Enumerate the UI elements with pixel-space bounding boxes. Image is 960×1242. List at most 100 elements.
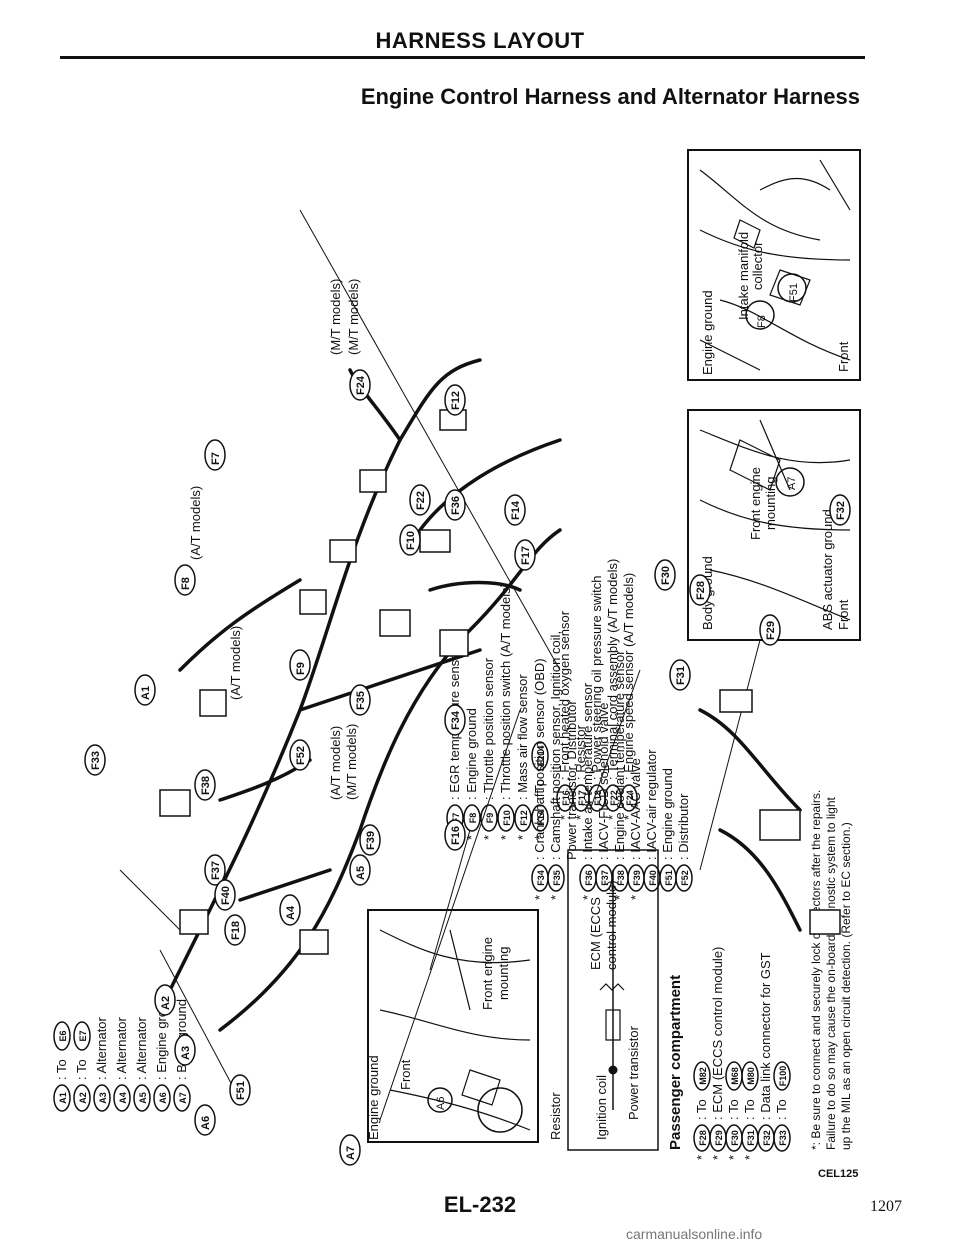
top-legend-connector-icon [480, 804, 498, 832]
top-legend-text: : To [532, 779, 547, 800]
diagram-connector-icon [204, 439, 226, 471]
diagram-connector-label: A4 [285, 905, 297, 920]
diagram-connector-label: F39 [365, 831, 377, 850]
right-legend-text: : Engine speed sensor (A/T models) [621, 573, 636, 780]
passenger-text: : To [726, 1099, 741, 1120]
left-legend-connector-icon [53, 1084, 71, 1112]
right-legend-star: * [557, 815, 572, 820]
page-label: EL-232 [443, 1192, 517, 1217]
center-legend-star: * [532, 895, 547, 900]
center-legend-text: : Camshaft position sensor, Ignition coi… [548, 631, 563, 860]
right-legend-code: F17 [577, 790, 587, 806]
callout-f9-mt: (M/T models) [344, 724, 359, 800]
top-legend-star: * [498, 835, 513, 840]
diagram-connector-icon [759, 614, 781, 646]
diagram-connector-label: F40 [220, 886, 232, 905]
center-legend-code: F38 [616, 870, 626, 886]
diagram-connector-icon [689, 574, 711, 606]
schematic-labels: Resistor Ignition coil Power transistor … [548, 880, 641, 1140]
passenger-text: : ECM (ECCS control module) [710, 947, 725, 1120]
diagram-connector-label: A3 [180, 1046, 192, 1060]
left-legend-ref: E7 [78, 1030, 88, 1041]
diagram-connector-label: F34 [450, 710, 462, 730]
diagram-connector-icon [229, 1074, 251, 1106]
right-legend-code: F16 [561, 790, 571, 806]
diagram-connector-label: A5 [355, 866, 367, 880]
diagram-connector-label: F37 [210, 861, 222, 880]
center-legend-text: : IACV-AAC valve [628, 758, 643, 860]
diagram-connector-label: F51 [235, 1081, 247, 1100]
diagram-connector-label: F32 [835, 501, 847, 520]
center-legend-connector-icon [675, 864, 693, 892]
inset-f8-label: F8 [756, 315, 768, 328]
right-legend-code: F18 [593, 790, 603, 806]
title-rule [60, 56, 865, 59]
top-legend-code: F7 [451, 813, 461, 824]
inset-f51-label: F51 [788, 283, 800, 302]
diagram-connector-icon [514, 539, 536, 571]
passenger-code: F33 [778, 1130, 788, 1146]
left-legend-code: A7 [178, 1092, 188, 1104]
passenger-ref-icon [773, 1061, 791, 1091]
center-legend-text: : IACV-FICD solenoid valve [596, 702, 611, 860]
top-legend-code: F10 [502, 810, 512, 826]
left-legend-code: A6 [158, 1092, 168, 1104]
diagram-connector-icon [409, 484, 431, 516]
center-legend-code: F35 [552, 870, 562, 886]
center-legend-text: : Crankshaft position sensor (OBD) [532, 658, 547, 860]
diagram-connector-label: A1 [140, 686, 152, 700]
center-legend-code: F52 [680, 870, 690, 886]
center-legend-code: F36 [584, 870, 594, 886]
center-legend-text: : Distributor [676, 793, 691, 860]
top-legend-code: F14 [536, 810, 546, 826]
top-legend-text: : Throttle position switch (A/T models) [498, 583, 513, 800]
top-legend-code: F9 [485, 813, 495, 824]
connector-bodies [159, 409, 841, 955]
passenger-ref: F100 [778, 1066, 788, 1087]
passenger-ref: M82 [698, 1067, 708, 1085]
diagram-connector-label: F10 [405, 531, 417, 550]
center-legend-connector-icon [547, 864, 565, 892]
ecm-label: ECM (ECCS [588, 897, 603, 970]
left-legend-code: A5 [138, 1092, 148, 1104]
left-legend-text: : Alternator [114, 1016, 129, 1080]
diagram-connector-icon [154, 984, 176, 1016]
right-legend-star: * [605, 815, 620, 820]
center-legend-star: * [580, 895, 595, 900]
inset-collector-label: collector [750, 241, 765, 290]
left-legend-connector-icon [173, 1084, 191, 1112]
diagram-connector-label: F29 [765, 621, 777, 640]
center-legend-code: F51 [664, 870, 674, 886]
passenger-code: F28 [698, 1130, 708, 1146]
top-legend-ref: E214 [536, 745, 546, 766]
top-inset [687, 149, 861, 381]
passenger-text: : To [774, 1099, 789, 1120]
top-legend-connector-icon [497, 804, 515, 832]
center-legend-code: F34 [536, 870, 546, 886]
diagram-connector-label: F18 [230, 921, 242, 940]
passenger-code: F31 [746, 1130, 756, 1146]
left-legend-text: : Alternator [134, 1016, 149, 1080]
left-legend-connector-icon [113, 1084, 131, 1112]
top-legend-ref-icon [531, 741, 549, 771]
diagram-connector-icon [194, 1104, 216, 1136]
diagram-connector-label: F12 [450, 391, 462, 410]
right-legend-star: * [573, 815, 588, 820]
left-legend-connector-icon [93, 1084, 111, 1112]
passenger-ref: M80 [746, 1067, 756, 1085]
page-number: 1207 [870, 1198, 902, 1215]
diagram-connector-icon [204, 854, 226, 886]
center-legend-code: F39 [632, 870, 642, 886]
right-legend-connector-icon [620, 784, 638, 812]
inset-engine-ground-label: Engine ground [700, 290, 715, 375]
diagram-connector-label: F24 [355, 375, 367, 395]
callout-f51-at: (A/T models) [228, 626, 243, 700]
center-legend-text: : Engine ground [660, 768, 675, 860]
page-title: HARNESS LAYOUT [375, 28, 585, 53]
ignition-coil-label: Ignition coil [594, 1075, 609, 1140]
passenger-ref-icon [741, 1061, 759, 1091]
diagram-connector-label: F30 [660, 566, 672, 585]
diagram-connector-label: F35 [355, 691, 367, 710]
diagram-connector-icon [399, 524, 421, 556]
